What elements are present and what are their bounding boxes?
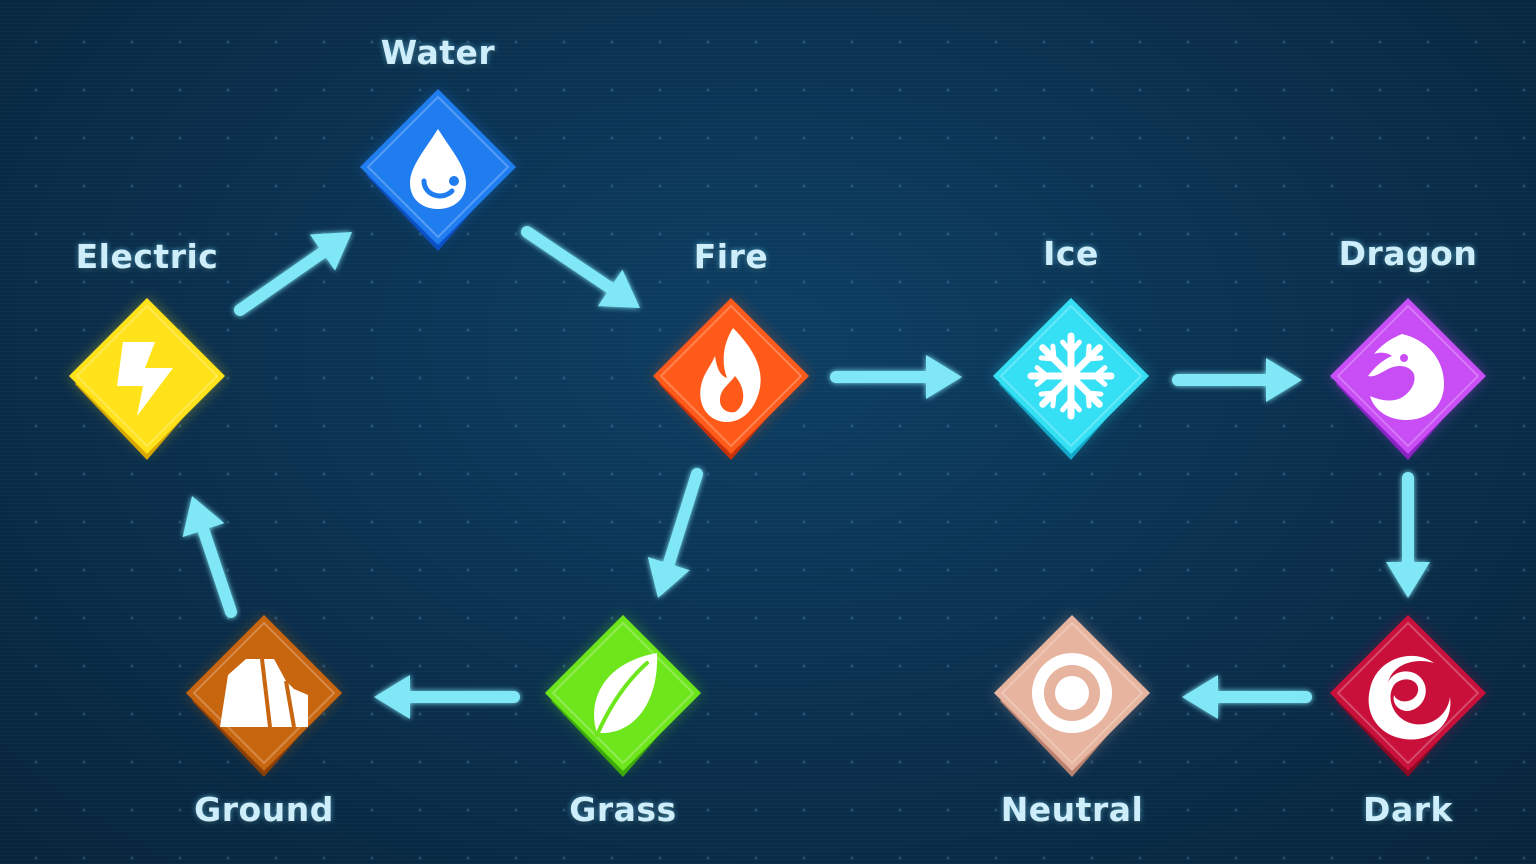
label-neutral: Neutral: [1000, 790, 1144, 829]
arrow-fire-to-ice: [830, 355, 962, 399]
neutral-diamond: [994, 615, 1150, 777]
arrow-ice-to-dragon: [1172, 358, 1302, 402]
node-water: [353, 82, 523, 252]
lightning-bolt-icon: [117, 342, 173, 416]
label-dragon: Dragon: [1338, 234, 1478, 273]
node-ground: [179, 608, 349, 778]
target-ring-icon: [1032, 653, 1112, 733]
electric-diamond: [69, 298, 225, 460]
label-electric: Electric: [75, 237, 219, 276]
snowflake-icon: [1027, 332, 1115, 420]
arrow-ground-to-electric: [182, 496, 237, 618]
label-water: Water: [380, 33, 496, 72]
node-neutral: [987, 608, 1157, 778]
arrow-water-to-fire: [521, 226, 640, 308]
label-dark: Dark: [1363, 790, 1453, 829]
arrow-dragon-to-dark: [1386, 472, 1430, 598]
dragon-diamond: [1330, 298, 1486, 460]
arrow-electric-to-water: [234, 232, 352, 316]
arrow-grass-to-ground: [374, 675, 520, 719]
node-dark: [1323, 608, 1493, 778]
ice-diamond: [993, 298, 1149, 460]
arrow-dark-to-neutral: [1182, 675, 1312, 719]
fire-diamond: [653, 298, 809, 460]
dragon-head-icon: [1368, 334, 1444, 420]
node-electric: [62, 291, 232, 461]
dark-diamond: [1330, 615, 1486, 777]
node-fire: [646, 291, 816, 461]
ground-diamond: [186, 615, 342, 777]
grass-diamond: [545, 615, 701, 777]
node-grass: [538, 608, 708, 778]
node-dragon: [1323, 291, 1493, 461]
node-ice: [986, 291, 1156, 461]
label-ice: Ice: [1043, 234, 1099, 273]
label-fire: Fire: [693, 237, 769, 276]
rock-icon: [220, 658, 308, 728]
flame-icon: [700, 328, 761, 422]
label-grass: Grass: [569, 790, 677, 829]
leaf-icon: [594, 653, 658, 737]
swirl-icon: [1368, 655, 1451, 740]
label-ground: Ground: [194, 790, 334, 829]
water-diamond: [360, 89, 516, 251]
water-drop-icon: [410, 129, 466, 209]
arrow-fire-to-grass: [647, 468, 703, 598]
